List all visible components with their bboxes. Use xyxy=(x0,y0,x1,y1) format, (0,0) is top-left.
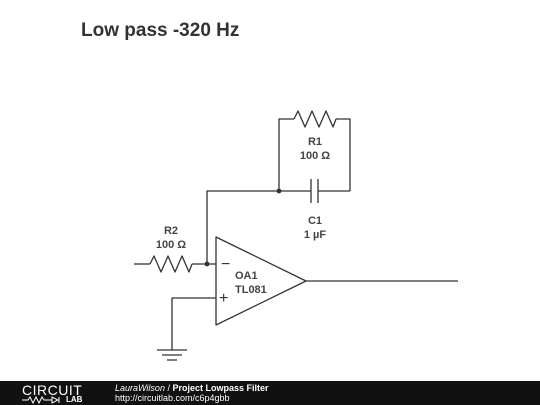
c1-name-label: C1 xyxy=(308,215,322,227)
junction-node-inverting xyxy=(204,261,210,267)
r2-name-label: R2 xyxy=(164,225,178,237)
wire-r1-right xyxy=(336,118,351,191)
project-title[interactable]: Project Lowpass Filter xyxy=(172,383,269,393)
page-title: Low pass -320 Hz xyxy=(81,20,240,41)
c1-value-label: 1 µF xyxy=(304,229,327,241)
logo-wave-icon xyxy=(22,396,60,404)
author-link[interactable]: LauraWilson xyxy=(115,383,165,393)
opamp-noninverting-sign: + xyxy=(219,290,228,307)
oa1-name-label: OA1 xyxy=(235,270,258,282)
wire-noninverting-to-ground xyxy=(171,297,216,350)
r1-value-label: 100 Ω xyxy=(300,150,330,162)
project-url[interactable]: http://circuitlab.com/c6p4gbb xyxy=(115,393,230,403)
junction-node-feedback xyxy=(276,188,282,194)
logo-text-circuit: CIRCUIT xyxy=(22,382,83,398)
resistor-r1-symbol xyxy=(293,110,337,128)
credits-separator: / xyxy=(164,383,173,393)
wire-feedback-vertical xyxy=(206,190,279,264)
oa1-model-label: TL081 xyxy=(235,284,267,296)
opamp-inverting-sign: − xyxy=(221,256,230,273)
resistor-r2-symbol xyxy=(149,255,193,273)
ground-icon xyxy=(157,349,187,361)
footer-bar: CIRCUIT LAB LauraWilson / Project Lowpas… xyxy=(0,381,540,405)
footer-credits: LauraWilson / Project Lowpass Filter htt… xyxy=(115,383,269,403)
circuitlab-logo[interactable]: CIRCUIT LAB xyxy=(22,382,94,404)
opamp-oa1-symbol xyxy=(215,236,307,326)
r2-value-label: 100 Ω xyxy=(156,239,186,251)
logo-text-lab: LAB xyxy=(66,395,83,404)
circuit-schematic: − + R1 100 Ω C1 1 µF R2 100 Ω OA1 TL081 xyxy=(134,110,458,361)
wire-r1-left xyxy=(278,118,294,191)
r1-name-label: R1 xyxy=(308,136,322,148)
